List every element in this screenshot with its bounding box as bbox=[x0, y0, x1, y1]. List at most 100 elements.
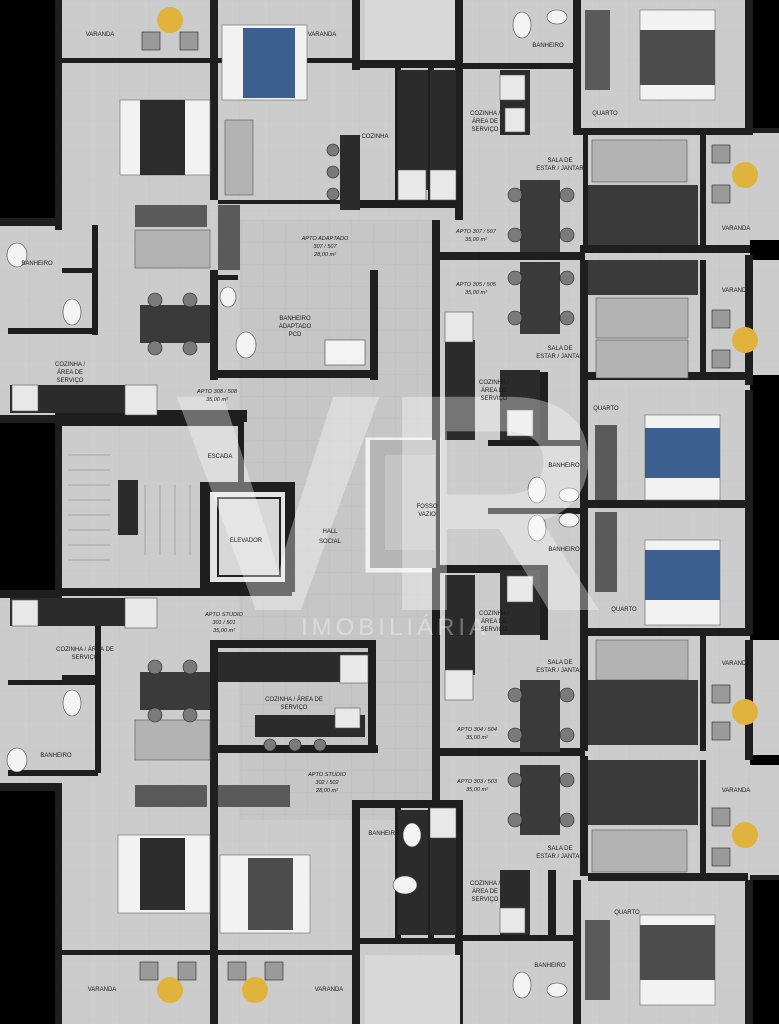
label-varanda: VARANDA bbox=[88, 987, 117, 993]
label-varanda: VARANDA bbox=[722, 788, 751, 794]
label-line: COZINHA / ÁREA DE bbox=[56, 646, 114, 653]
label-line: ÁREA DE bbox=[472, 888, 498, 895]
label-cozinha-area-top: COZINHA / ÁREA DE SERVIÇO bbox=[470, 111, 500, 133]
label-elevador: ELEVADOR bbox=[230, 538, 263, 544]
label-varanda: VARANDA bbox=[722, 288, 751, 294]
bed-bottom-studio bbox=[219, 854, 311, 934]
bed-bottom-right bbox=[639, 914, 716, 1006]
label-line: COZINHA / bbox=[470, 111, 500, 117]
unit-line: 28,00 m² bbox=[313, 252, 337, 258]
label-cozinha-bottom: COZINHA / ÁREA DE SERVIÇO bbox=[470, 881, 500, 903]
label-line: SERVIÇO bbox=[472, 127, 499, 133]
label-banheiro: BANHEIRO bbox=[534, 963, 566, 969]
label-cozinha-studio: COZINHA / ÁREA DE SERVIÇO bbox=[265, 696, 323, 711]
label-line: SALA DE bbox=[547, 158, 572, 164]
unit-label-302: APTO STUDIO 302 / 502 28,00 m² bbox=[307, 772, 346, 794]
unit-line: APTO 307 / 507 bbox=[455, 229, 497, 235]
label-banheiro: BANHEIRO bbox=[548, 547, 580, 553]
label-line: SERVIÇO bbox=[481, 627, 508, 633]
unit-line: APTO 303 / 503 bbox=[456, 779, 498, 785]
label-line: SERVIÇO bbox=[472, 897, 499, 903]
label-sala-mid2: SALA DE ESTAR / JANTAR bbox=[536, 660, 584, 674]
dining-tables bbox=[140, 180, 560, 835]
watermark-letters: VR bbox=[175, 329, 606, 676]
label-line: ESTAR / JANTAR bbox=[536, 854, 584, 860]
label-quarto: QUARTO bbox=[592, 111, 618, 117]
unit-line: APTO STUDIO bbox=[307, 772, 346, 778]
unit-line: 35,00 m² bbox=[465, 290, 488, 296]
label-varanda: VARANDA bbox=[722, 661, 751, 667]
label-cozinha-mid1: COZINHA / ÁREA DE SERVIÇO bbox=[479, 380, 509, 402]
label-line: COZINHA / bbox=[55, 362, 85, 368]
appliances bbox=[11, 74, 534, 934]
label-banheiro: BANHEIRO bbox=[548, 463, 580, 469]
unit-label-301: APTO STUDIO 301 / 501 35,00 m² bbox=[204, 612, 243, 634]
unit-line: 28,00 m² bbox=[315, 788, 339, 794]
label-line: ADAPTADO bbox=[279, 324, 312, 330]
unit-line: APTO 304 / 504 bbox=[456, 727, 497, 733]
unit-line: 35,00 m² bbox=[213, 628, 236, 634]
label-line: COZINHA / bbox=[470, 881, 500, 887]
label-varanda: VARANDA bbox=[315, 987, 344, 993]
voids bbox=[68, 0, 460, 1024]
unit-label-305: APTO 305 / 505 35,00 m² bbox=[455, 282, 497, 296]
label-line: FOSSO bbox=[416, 504, 437, 510]
unit-line: 35,00 m² bbox=[206, 397, 229, 403]
bed-top-left bbox=[119, 99, 211, 176]
unit-line: APTO STUDIO bbox=[204, 612, 243, 618]
label-line: ÁREA DE bbox=[472, 118, 498, 125]
bathroom-fixtures bbox=[6, 9, 580, 999]
label-line: ESTAR / JANTAR bbox=[536, 354, 584, 360]
label-line: BANHEIRO bbox=[279, 316, 311, 322]
unit-label-304: APTO 304 / 504 35,00 m² bbox=[456, 727, 497, 741]
label-line: ESTAR / JANTAR bbox=[536, 166, 584, 172]
watermark-text: IMOBILIÁRIA bbox=[301, 614, 489, 641]
label-line: SERVIÇO bbox=[72, 655, 99, 661]
bed-top-adapted bbox=[221, 24, 308, 101]
label-line: SALA DE bbox=[547, 660, 572, 666]
watermark: VR IMOBILIÁRIA bbox=[175, 329, 606, 676]
label-line: VAZIO bbox=[418, 512, 436, 518]
label-cozinha: COZINHA bbox=[362, 134, 389, 140]
label-cozinha-left-top: COZINHA / ÁREA DE SERVIÇO bbox=[55, 362, 85, 384]
label-hall: HALL SOCIAL bbox=[319, 529, 342, 545]
label-line: SALA DE bbox=[547, 846, 572, 852]
label-banheiro: BANHEIRO bbox=[368, 831, 400, 837]
label-line: SOCIAL bbox=[319, 539, 342, 545]
label-line: HALL bbox=[322, 529, 338, 535]
unit-label-307: APTO 307 / 507 35,00 m² bbox=[455, 229, 497, 243]
label-line: ESTAR / JANTAR bbox=[536, 668, 584, 674]
unit-label-303: APTO 303 / 503 35,00 m² bbox=[456, 779, 498, 793]
unit-line: 307 / 507 bbox=[313, 244, 337, 250]
label-line: ÁREA DE bbox=[481, 387, 507, 394]
unit-line: APTO 305 / 505 bbox=[455, 282, 497, 288]
sofas bbox=[134, 119, 689, 873]
unit-line: APTO 308 / 508 bbox=[196, 389, 238, 395]
unit-line: 35,00 m² bbox=[466, 787, 489, 793]
label-cozinha-mid2: COZINHA / ÁREA DE SERVIÇO bbox=[479, 611, 509, 633]
label-line: ÁREA DE bbox=[481, 618, 507, 625]
label-quarto: QUARTO bbox=[611, 607, 637, 613]
label-line: COZINHA / bbox=[479, 611, 509, 617]
label-quarto: QUARTO bbox=[614, 910, 640, 916]
label-cozinha-left-bottom: COZINHA / ÁREA DE SERVIÇO bbox=[56, 646, 114, 661]
unit-line: 35,00 m² bbox=[465, 237, 488, 243]
label-quarto: QUARTO bbox=[593, 406, 619, 412]
label-banheiro: BANHEIRO bbox=[532, 43, 564, 49]
beds bbox=[117, 9, 721, 1006]
label-line: ÁREA DE bbox=[57, 369, 83, 376]
living-zones bbox=[588, 185, 698, 825]
label-varanda: VARANDA bbox=[722, 226, 751, 232]
bed-top-right bbox=[639, 9, 716, 101]
label-varanda: VARANDA bbox=[308, 32, 337, 38]
label-line: COZINHA / bbox=[479, 380, 509, 386]
label-banheiro: BANHEIRO bbox=[40, 753, 72, 759]
label-varanda: VARANDA bbox=[86, 32, 115, 38]
label-sala-mid1: SALA DE ESTAR / JANTAR bbox=[536, 346, 584, 360]
label-banheiro: BANHEIRO bbox=[21, 261, 53, 267]
label-line: SERVIÇO bbox=[57, 378, 84, 384]
label-sala-bottom: SALA DE ESTAR / JANTAR bbox=[536, 846, 584, 860]
unit-label-308: APTO 308 / 508 35,00 m² bbox=[196, 389, 238, 403]
balcony-tables bbox=[139, 7, 758, 1003]
